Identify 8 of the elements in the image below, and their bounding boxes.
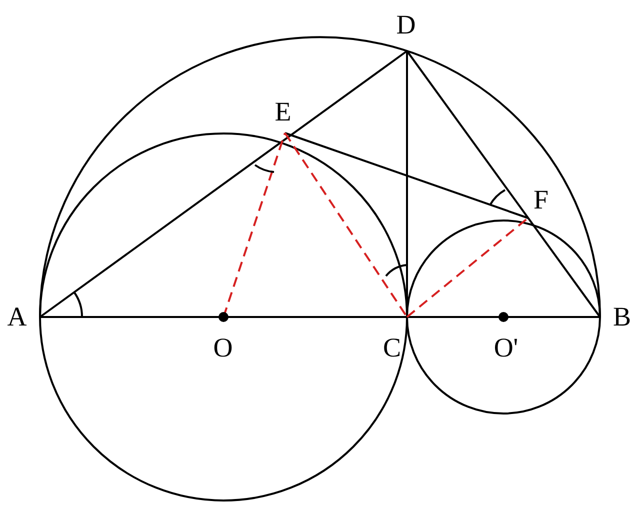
point-label: B [613, 304, 631, 330]
point-label: F [533, 186, 549, 214]
point-label: C [383, 334, 401, 362]
point-label: D [396, 12, 416, 38]
point-label: E [274, 98, 292, 126]
point-label: A [7, 304, 27, 330]
point-label: O' [494, 334, 518, 362]
point-label: O [213, 334, 233, 362]
